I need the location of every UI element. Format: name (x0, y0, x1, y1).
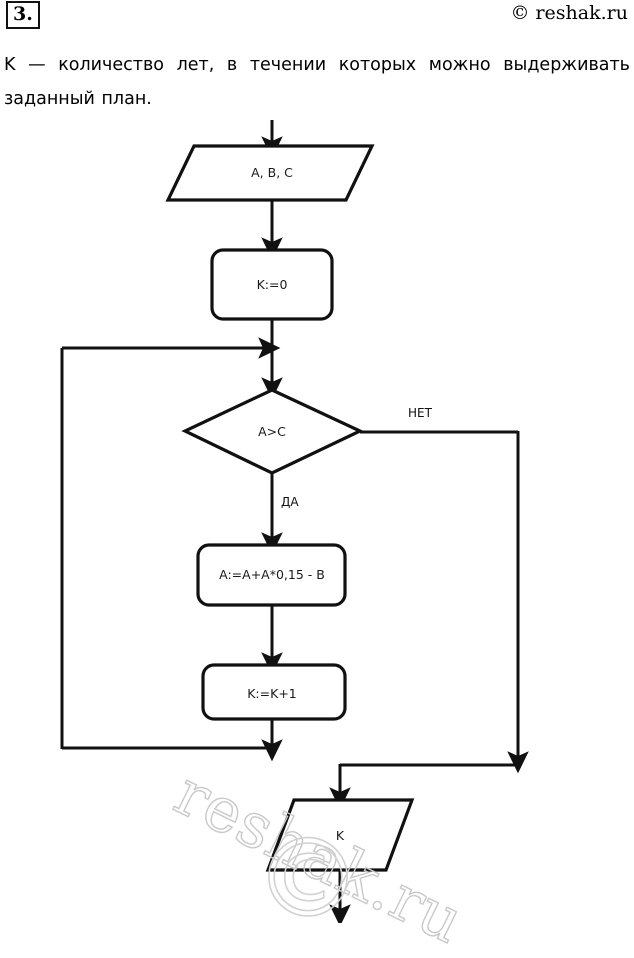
page-header: 3. © reshak.ru (0, 0, 634, 34)
node-input-abc-label: A, B, C (251, 165, 293, 180)
node-update-a-label: A:=A+A*0,15 - B (219, 567, 325, 582)
node-output-k (265, 798, 415, 872)
node-update-k (201, 663, 347, 721)
branch-label-no: НЕТ (408, 406, 433, 420)
task-number-badge: 3. (6, 1, 40, 29)
copyright-notice: © reshak.ru (510, 2, 628, 24)
node-output-k-label: K (336, 828, 345, 843)
flowchart-diagram: A, B, C K:=0 A>C ДА НЕТ A:=A+A*0,15 - B … (60, 120, 529, 923)
intro-paragraph: K — количество лет, в течении которых мо… (4, 55, 630, 109)
node-decision-agtc-label: A>C (258, 424, 286, 439)
branch-label-yes: ДА (281, 495, 299, 509)
node-input-abc (165, 144, 375, 202)
node-update-k-label: K:=K+1 (247, 686, 297, 701)
flowchart-svg: A, B, C K:=0 A>C ДА НЕТ A:=A+A*0,15 - B … (60, 120, 529, 923)
node-init-k-label: K:=0 (257, 277, 288, 292)
